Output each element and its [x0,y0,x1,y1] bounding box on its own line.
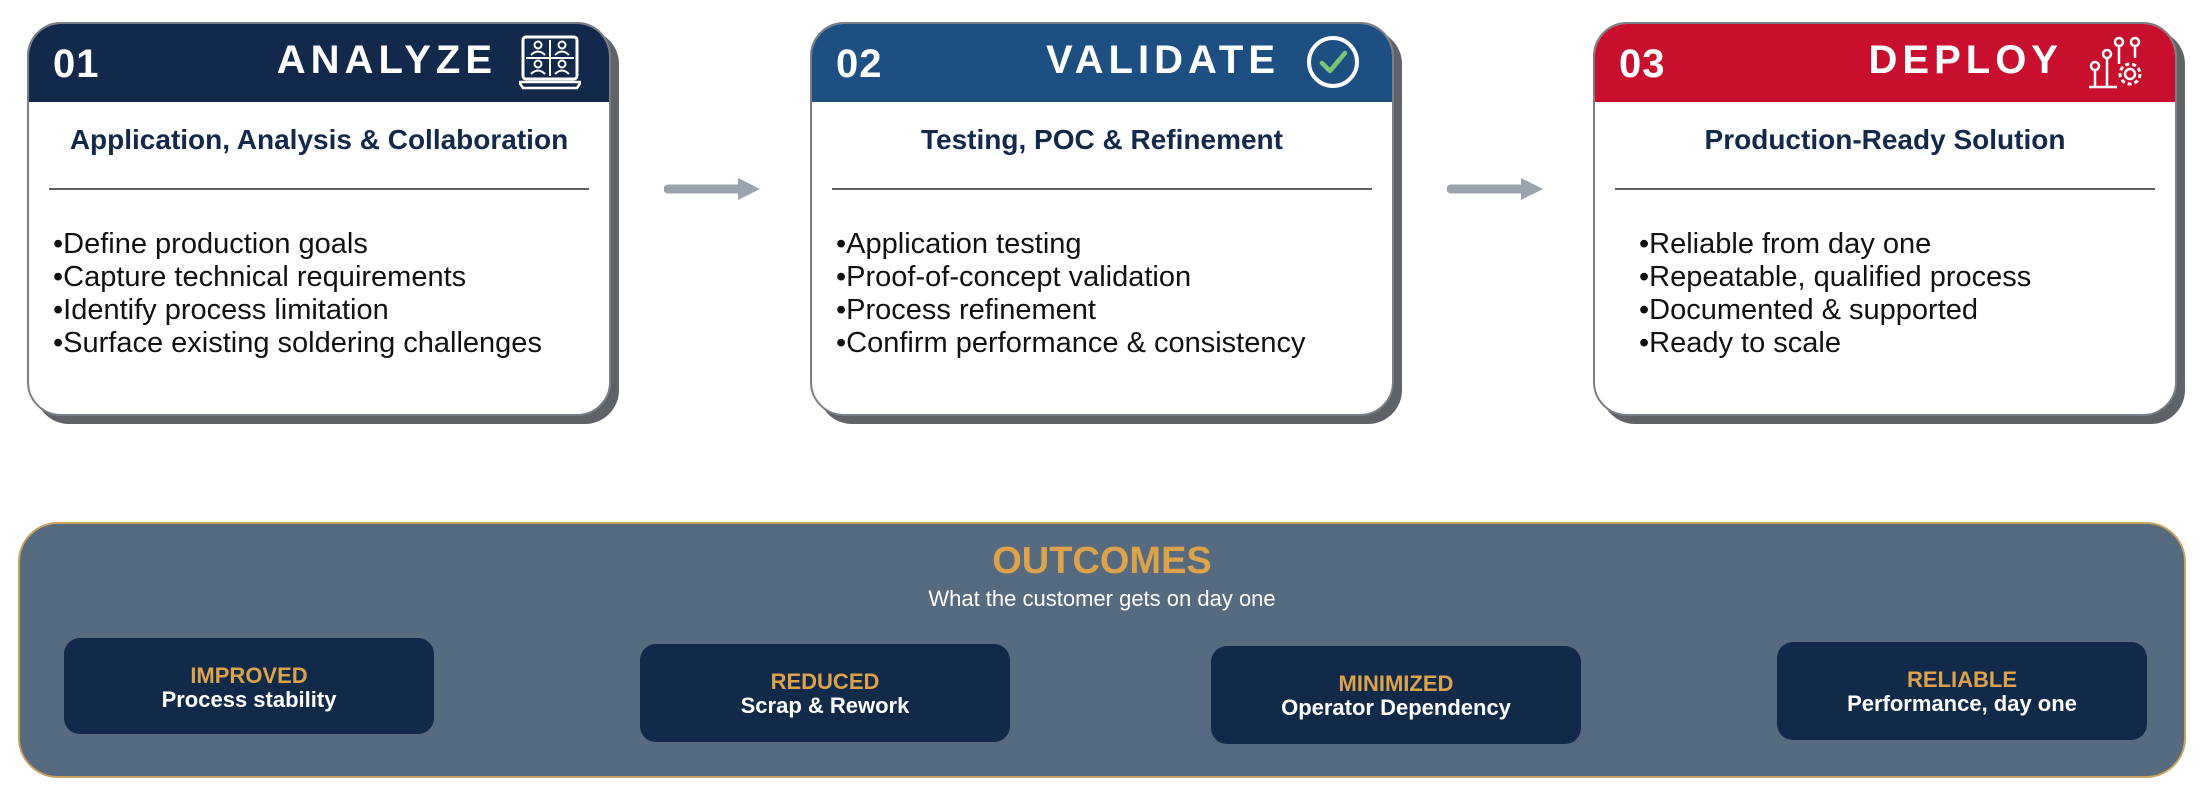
stage-title: ANALYZE [276,38,497,82]
collaboration-screen-icon [519,35,581,90]
stage-bullet-list: Define production goals Capture technica… [53,228,542,360]
check-circle-icon [1307,36,1359,88]
outcome-card-improved: IMPROVED Process stability [64,638,434,734]
outcome-heading: RELIABLE [1907,667,2017,692]
outcomes-title: OUTCOMES [992,540,1212,582]
stage-number: 01 [53,42,100,86]
outcome-heading: REDUCED [770,669,880,694]
list-item: Ready to scale [1639,327,2031,360]
list-item: Confirm performance & consistency [836,327,1305,360]
outcome-heading: IMPROVED [190,663,308,688]
outcomes-panel: OUTCOMES What the customer gets on day o… [18,522,2186,778]
stage-subtitle: Testing, POC & Refinement [921,124,1283,155]
list-item: Surface existing soldering challenges [53,327,542,360]
stage-header: 03 DEPLOY [1595,24,2175,102]
outcome-heading: MINIMIZED [1338,671,1454,696]
divider [832,188,1372,190]
stage-title: VALIDATE [1045,38,1280,82]
stage-card-validate: 02 VALIDATE Testing, POC & Refinement Ap… [810,22,1394,416]
stage-subtitle: Production-Ready Solution [1704,124,2066,155]
outcome-card-reliable: RELIABLE Performance, day one [1777,642,2147,740]
stage-bullet-list: Reliable from day one Repeatable, qualif… [1639,228,2031,360]
list-item: Define production goals [53,228,542,261]
list-item: Reliable from day one [1639,228,2031,261]
list-item: Repeatable, qualified process [1639,261,2031,294]
stage-header: 01 ANALYZE [29,24,609,102]
stage-title: DEPLOY [1868,38,2063,82]
stage-header: 02 VALIDATE [812,24,1392,102]
list-item: Identify process limitation [53,294,542,327]
list-item: Proof-of-concept validation [836,261,1306,294]
stage-card-deploy: 03 DEPLOY Production-Ready Solution Reli… [1593,22,2177,416]
arrow-right-icon [664,178,760,200]
outcome-card-minimized: MINIMIZED Operator Dependency [1211,646,1581,744]
stage-card-analyze: 01 ANALYZE Application, Analysis & Colla… [27,22,611,416]
list-item: Application testing [836,228,1306,261]
outcome-card-reduced: REDUCED Scrap & Rework [640,644,1010,742]
gears-network-icon [2089,36,2142,89]
outcome-text: Process stability [161,687,337,712]
stage-number: 02 [836,42,883,86]
divider [1615,188,2155,190]
divider [49,188,589,190]
list-item: Process refinement [836,294,1306,327]
stage-bullet-list: Application testing Proof-of-concept val… [836,228,1306,360]
stage-subtitle: Application, Analysis & Collaboration [69,124,569,155]
outcomes-subtitle: What the customer gets on day one [928,586,1276,611]
outcome-text: Operator Dependency [1281,695,1511,720]
outcome-text: Scrap & Rework [740,693,910,718]
stage-number: 03 [1619,42,1666,86]
list-item: Capture technical requirements [53,261,542,294]
list-item: Documented & supported [1639,294,2031,327]
outcome-text: Performance, day one [1847,691,2077,716]
arrow-right-icon [1447,178,1543,200]
